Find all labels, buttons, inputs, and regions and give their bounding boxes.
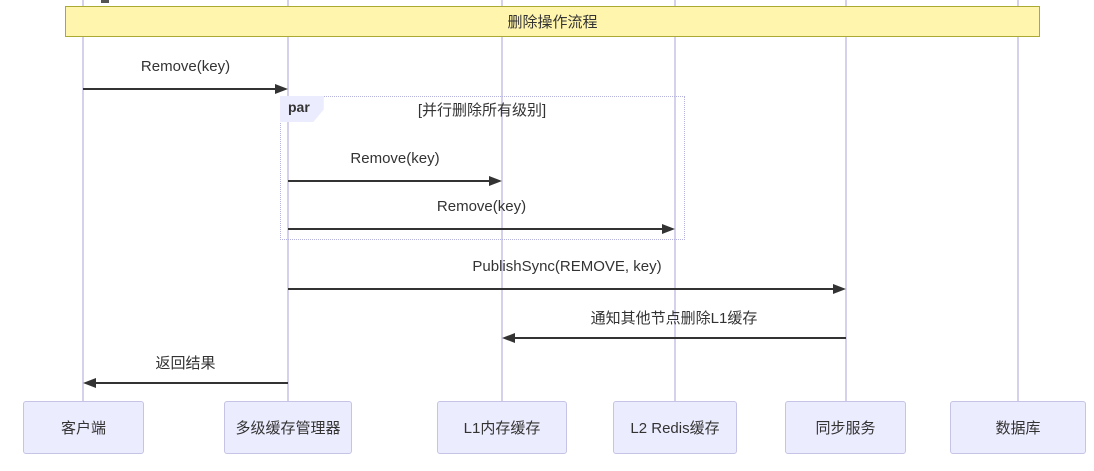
- actor-label: L1内存缓存: [463, 420, 541, 437]
- title-note: 删除操作流程: [65, 6, 1040, 37]
- lifeline: [82, 0, 84, 401]
- lifeline: [287, 0, 289, 401]
- actor-box: 数据库: [950, 401, 1086, 454]
- message-line: [288, 228, 665, 230]
- diagram-title: 删除操作流程: [507, 14, 598, 31]
- actor-label: 客户端: [60, 420, 106, 437]
- actor-box: 同步服务: [785, 401, 906, 454]
- message-line: [288, 288, 836, 290]
- par-condition-label: [并行删除所有级别]: [417, 102, 547, 119]
- par-fragment: [280, 96, 685, 240]
- clipped-top-artifact: [101, 0, 109, 3]
- message-label: Remove(key): [350, 150, 440, 167]
- message-label: Remove(key): [436, 198, 527, 215]
- actor-box: L1内存缓存: [437, 401, 567, 454]
- message-label: Remove(key): [140, 58, 231, 75]
- arrowhead-icon: [662, 224, 675, 234]
- lifeline: [501, 0, 503, 401]
- arrowhead-icon: [83, 378, 96, 388]
- message-line: [288, 180, 492, 182]
- message-label: 通知其他节点删除L1缓存: [590, 310, 758, 327]
- actor-label: 多级缓存管理器: [235, 420, 341, 437]
- lifeline: [1017, 0, 1019, 401]
- lifeline: [845, 0, 847, 401]
- lifeline: [674, 0, 676, 401]
- actor-label: L2 Redis缓存: [630, 420, 720, 437]
- actor-label: 同步服务: [815, 420, 876, 437]
- message-label: 返回结果: [155, 355, 216, 372]
- actor-box: L2 Redis缓存: [613, 401, 737, 454]
- arrowhead-icon: [275, 84, 288, 94]
- arrowhead-icon: [489, 176, 502, 186]
- message-line: [83, 88, 278, 90]
- actor-label: 数据库: [995, 420, 1041, 437]
- arrowhead-icon: [502, 333, 515, 343]
- message-line: [512, 337, 846, 339]
- actor-box: 客户端: [23, 401, 144, 454]
- message-label: PublishSync(REMOVE, key): [472, 258, 662, 275]
- actor-box: 多级缓存管理器: [224, 401, 352, 454]
- par-keyword-label: par: [280, 96, 324, 122]
- message-line: [93, 382, 288, 384]
- arrowhead-icon: [833, 284, 846, 294]
